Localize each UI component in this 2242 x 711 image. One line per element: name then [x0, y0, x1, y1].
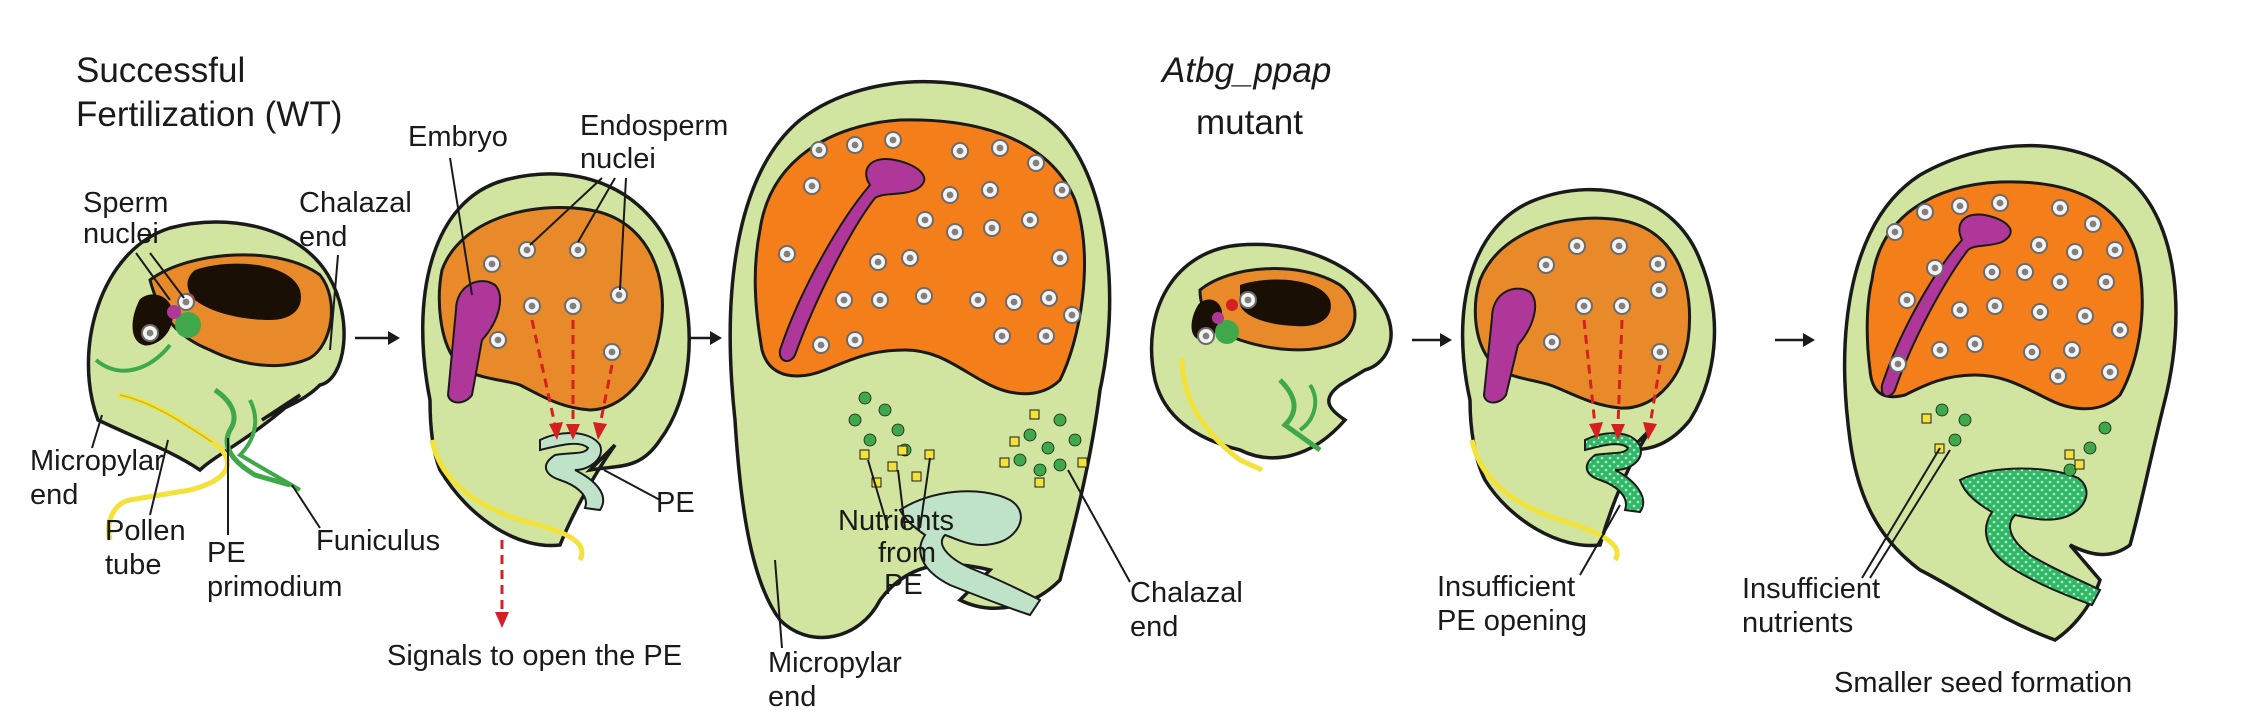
mutant-title-line2: mutant: [1196, 103, 1303, 142]
stage-arrow-4: [1775, 333, 1815, 347]
wt-ovule: [86, 220, 346, 541]
nutrients-label-line3: PE: [884, 569, 923, 601]
chalazal-end-3-label-line1: Chalazal: [1130, 577, 1243, 609]
pe-primodium-label-line1: PE: [207, 537, 246, 569]
smaller-seed-label: Smaller seed formation: [1834, 667, 2132, 699]
mutant-early-seed: [1460, 187, 1717, 562]
pe-primodium-label-line2: primodium: [207, 571, 342, 603]
insufficient-nutrients-label-line1: Insufficient: [1742, 573, 1880, 605]
wt-mature-seed: [728, 80, 1112, 640]
endosperm-nuclei-label-line1: Endosperm: [580, 110, 728, 142]
micropylar-end-label-line1: Micropylar: [30, 445, 164, 477]
stage-arrow-1: [355, 331, 400, 345]
mutant-title-line1: Atbg_ppap: [1160, 51, 1331, 90]
stage-arrow-2: [690, 331, 722, 345]
micropylar-end-3-label-line1: Micropylar: [768, 647, 902, 679]
sperm-nuclei-label-line1: Sperm: [83, 187, 168, 219]
mutant-ovule: [1149, 242, 1393, 473]
signals-label: Signals to open the PE: [387, 640, 682, 672]
pollen-tube-label-line2: tube: [105, 549, 161, 581]
micropylar-end-label-line2: end: [30, 479, 78, 511]
insufficient-pe-label-line2: PE opening: [1437, 605, 1587, 637]
micropylar-end-3-label-line2: end: [768, 681, 816, 711]
pe-label: PE: [656, 487, 695, 519]
mutant-small-seed: [1842, 143, 2178, 642]
nutrients-label-line2: from: [878, 537, 936, 569]
chalazal-end-3-label-line2: end: [1130, 611, 1178, 643]
nutrient-dots-left: [848, 391, 935, 488]
chalazal-end-label-line1: Chalazal: [299, 187, 412, 219]
insufficient-pe-label-line1: Insufficient: [1437, 571, 1575, 603]
embryo-label: Embryo: [408, 121, 508, 153]
nutrients-label-line1: Nutrients: [838, 505, 954, 537]
signals-arrow: [495, 540, 509, 628]
nutrient-dots-right: [999, 409, 1088, 488]
wt-title-line2: Fertilization (WT): [76, 95, 342, 134]
endosperm-nuclei-label-line2: nuclei: [580, 143, 656, 175]
wt-title-line1: Successful: [76, 51, 245, 90]
stage-arrow-3: [1412, 333, 1452, 347]
funiculus-label: Funiculus: [316, 525, 440, 557]
chalazal-end-label-line2: end: [299, 221, 347, 253]
insufficient-nutrients-label-line2: nutrients: [1742, 607, 1853, 639]
sperm-nuclei-label-line2: nuclei: [83, 218, 159, 250]
pollen-tube-label-line1: Pollen: [105, 515, 186, 547]
wt-early-seed: [420, 172, 691, 562]
